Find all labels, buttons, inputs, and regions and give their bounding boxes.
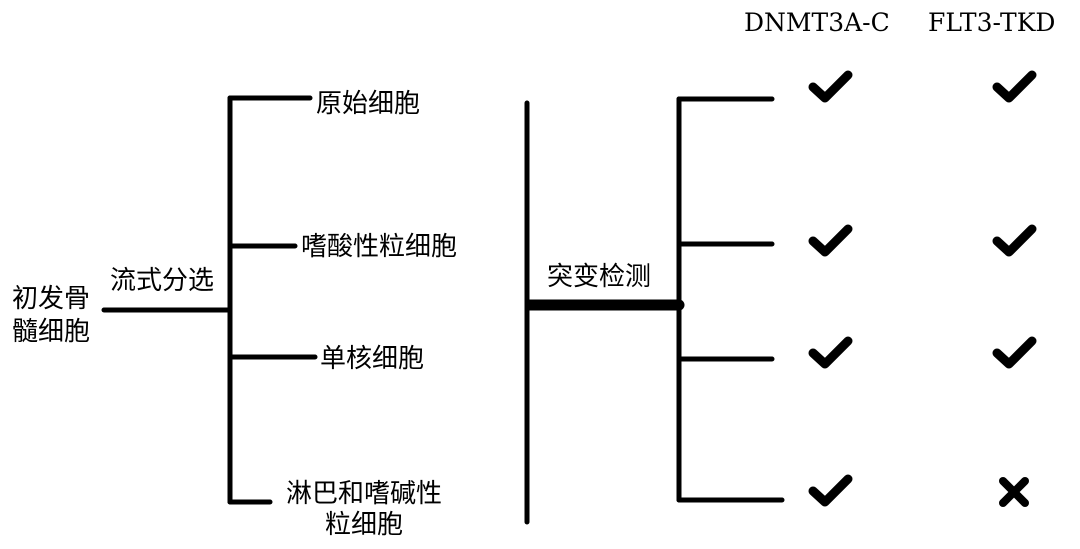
check-icon-row1-col2 bbox=[992, 70, 1037, 103]
source-label-line2: 髓细胞 bbox=[12, 317, 91, 347]
step-detection-label: 突变检测 bbox=[547, 262, 652, 292]
population-label-4-line1: 淋巴和嗜碱性 bbox=[285, 479, 442, 509]
population-label-1: 原始细胞 bbox=[316, 89, 421, 119]
population-label-2: 嗜酸性粒细胞 bbox=[301, 232, 458, 262]
population-label-4-line2: 粒细胞 bbox=[324, 510, 403, 540]
source-label-line1: 初发骨 bbox=[12, 284, 91, 314]
check-icon-row4-col1 bbox=[808, 474, 853, 507]
result-marks bbox=[808, 70, 1037, 507]
header-dnmt3a-c: DNMT3A-C bbox=[744, 8, 890, 37]
check-icon-row1-col1 bbox=[808, 70, 853, 103]
check-icon-row3-col1 bbox=[808, 336, 853, 369]
population-label-3: 单核细胞 bbox=[320, 344, 425, 374]
check-icon-row3-col2 bbox=[992, 336, 1037, 369]
header-flt3-tkd: FLT3-TKD bbox=[928, 8, 1056, 37]
cross-icon-row4-col2 bbox=[999, 477, 1029, 507]
check-icon-row2-col2 bbox=[992, 224, 1037, 257]
step-sorting-label: 流式分选 bbox=[110, 266, 215, 296]
check-icon-row2-col1 bbox=[808, 224, 853, 257]
